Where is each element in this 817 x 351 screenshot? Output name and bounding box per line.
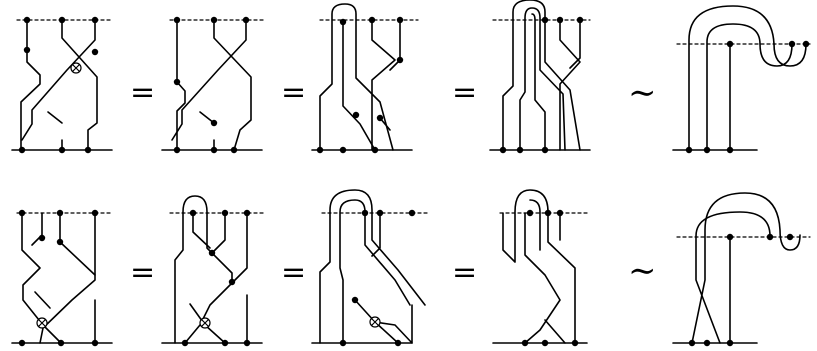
row-2-panel-1	[11, 212, 113, 344]
relation-symbol: =	[452, 75, 477, 110]
row-2-panel-5	[672, 192, 811, 344]
row-1-panel-5	[672, 5, 811, 151]
vertex-dots	[18, 16, 810, 347]
relation-symbol: =	[281, 255, 306, 290]
crossing-icon	[36, 317, 48, 329]
crossing-icon	[70, 62, 82, 74]
relation-symbol: ∼	[628, 73, 657, 113]
row-2-panel-4	[492, 189, 591, 344]
row-2-panel-2	[161, 195, 266, 344]
relation-symbol: ∼	[628, 251, 657, 291]
relation-symbol: =	[130, 75, 155, 110]
relation-symbol: =	[452, 255, 477, 290]
relation-symbol: =	[281, 75, 306, 110]
relation-symbol: =	[130, 255, 155, 290]
crossing-icon	[369, 316, 381, 328]
crossing-icon	[199, 317, 211, 329]
relation-symbols: = = = ∼ = = = ∼	[130, 73, 657, 291]
crossing-markers	[36, 62, 381, 329]
row-1-panel-3	[311, 3, 419, 151]
row-1-panel-1	[11, 19, 113, 151]
row-1-panel-4	[489, 0, 591, 151]
